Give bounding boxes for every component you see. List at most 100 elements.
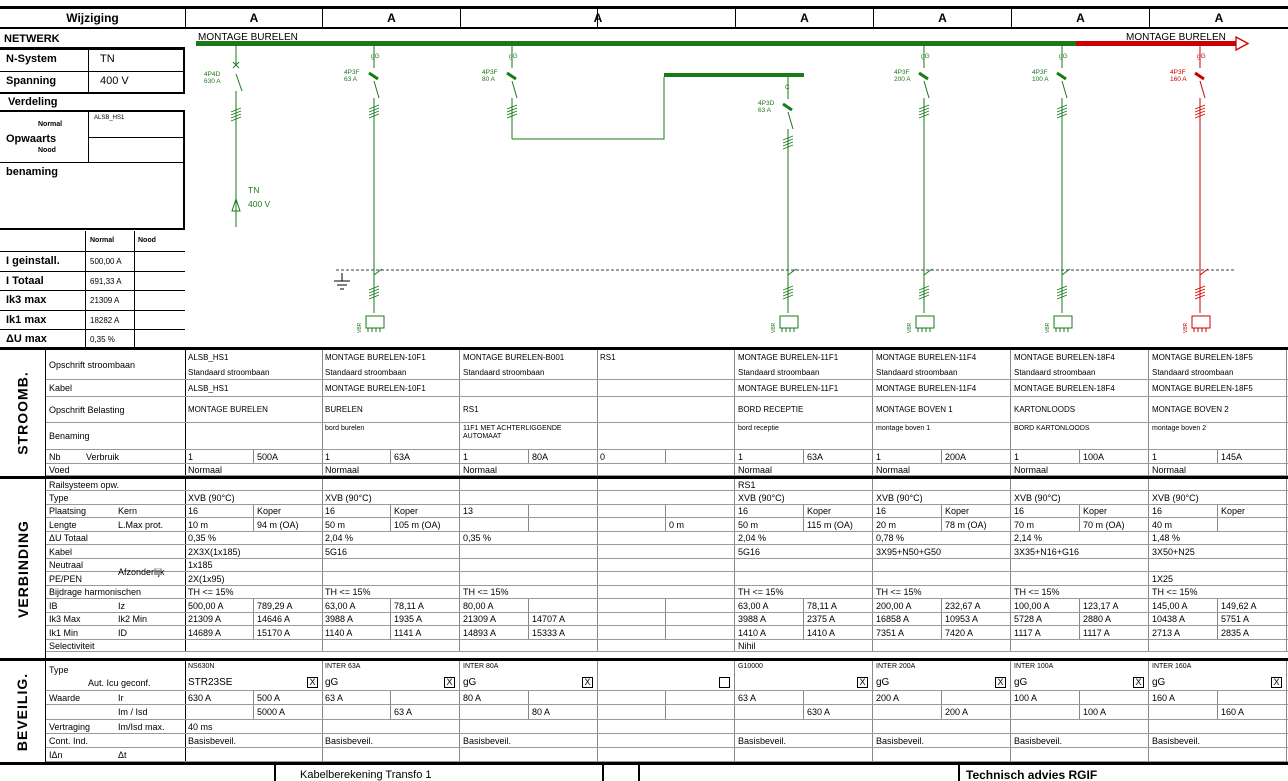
- icu-checkbox[interactable]: X: [1271, 677, 1282, 688]
- circuit-name: RS1: [600, 353, 616, 362]
- row-opschrift-belasting-cell: RS1: [460, 397, 598, 422]
- row-waarde-ir-cell: 63 A: [735, 691, 873, 704]
- incomer-rating: 630 A: [204, 78, 221, 85]
- summary-col-nood: Nood: [138, 237, 156, 244]
- row-kabel-cell: MONTAGE BURELEN-18F5: [1149, 380, 1287, 396]
- row-selectiviteit-cell: Nihil: [735, 640, 873, 651]
- protection-type: INTER 63A: [325, 663, 361, 670]
- load-icon: VBR: [771, 315, 799, 333]
- row-pepen-cell: [873, 572, 1011, 585]
- row-voed-cell: Normaal: [1011, 464, 1149, 475]
- row-label-text: Kabel: [49, 383, 73, 393]
- cell-value: 100,00 A: [1014, 600, 1050, 611]
- cell-value: TH <= 15%: [188, 587, 234, 597]
- icu-checkbox[interactable]: X: [1133, 677, 1144, 688]
- row-label-text-2: Ik2 Min: [118, 614, 148, 624]
- summary-row-value: 0,35 %: [90, 335, 115, 344]
- cell-value-2: 70 m (OA): [1083, 519, 1125, 530]
- feeder-type: 4P3F: [1170, 69, 1186, 76]
- cell-value: Normaal: [463, 464, 498, 475]
- cell-value: 5728 A: [1014, 614, 1043, 624]
- icu-checkbox[interactable]: X: [582, 677, 593, 688]
- opwaarts-box: Normal Opwaarts Nood ALSB_HS1 benaming: [0, 110, 185, 230]
- feeder-class: gG: [1197, 53, 1206, 60]
- row-im-isd-label: Im / Isd: [46, 705, 186, 719]
- cell-value: Normaal: [738, 464, 773, 475]
- feeder-rating: 200 A: [894, 76, 911, 83]
- icu-checkbox[interactable]: X: [857, 677, 868, 688]
- protection-type: INTER 100A: [1014, 663, 1054, 670]
- summary-row-value: 500,00 A: [90, 257, 122, 266]
- cell-value: 10 m: [188, 519, 209, 530]
- row-opschrift-belasting-cell: BURELEN: [322, 397, 460, 422]
- row-voed-cell: Normaal: [185, 464, 323, 475]
- row-du_totaal-cell: [597, 532, 735, 544]
- row-label-text-2: Ir: [118, 692, 124, 703]
- row-im-isd-cell: [597, 705, 735, 719]
- revision-label: Wijziging: [66, 11, 119, 25]
- row-im-isd-cell: 80 A: [460, 705, 598, 719]
- load-icon: VBR: [1045, 315, 1073, 333]
- cell-value-2: Koper: [1083, 506, 1108, 516]
- cell-value-2: 15170 A: [257, 627, 291, 638]
- row-harmonischen-cell: TH <= 15%: [1149, 586, 1287, 598]
- protection-type: NS630N: [188, 663, 215, 670]
- benaming-value: montage boven 2: [1152, 425, 1207, 432]
- cell-value-2: 123,17 A: [1083, 600, 1119, 611]
- row-plaatsing-cell: 13: [460, 505, 598, 517]
- busbar-arrow: [1235, 35, 1250, 52]
- row-vertraging-cell: [322, 720, 460, 733]
- cell-value: Basisbeveil.: [1014, 735, 1063, 746]
- circuit-type: Standaard stroombaan: [463, 368, 545, 377]
- cell-value-2: 15333 A: [532, 627, 566, 638]
- row-du_totaal-cell: 0,78 %: [873, 532, 1011, 544]
- row-plaatsing-cell: [597, 505, 735, 517]
- cell-value: 3X95+N50+G50: [876, 546, 942, 557]
- row-kabel2-cell: 5G16: [735, 545, 873, 558]
- cell-value: MONTAGE BURELEN-11F4: [876, 383, 977, 393]
- icu-checkbox[interactable]: X: [307, 677, 318, 688]
- row-opschrift-belasting-cell: MONTAGE BOVEN 1: [873, 397, 1011, 422]
- row-vertraging-cell: [597, 720, 735, 733]
- protection-curve: gG: [463, 677, 477, 688]
- busbar-right-label: MONTAGE BURELEN: [1126, 32, 1226, 43]
- row-label-text: Lengte: [49, 519, 77, 530]
- cell-value: 1: [1152, 451, 1158, 462]
- cell-value-2: Koper: [394, 506, 419, 516]
- row-neutraal-cell: [460, 559, 598, 571]
- cell-value: 2X3X(1x185): [188, 546, 241, 557]
- cell-value-2: 1141 A: [394, 627, 422, 638]
- row-railsysteem-cell: RS1: [735, 479, 873, 490]
- row-type-beveiliging-cell: [597, 661, 735, 690]
- cell-value: 500,00 A: [188, 600, 224, 611]
- row-kabel-cell: [460, 380, 598, 396]
- row-label-text-2: Verbruik: [86, 451, 120, 462]
- row-benaming-label: Benaming: [46, 423, 186, 449]
- row-ib-cell: 100,00 A 123,17 A: [1011, 599, 1149, 612]
- section-label-stroomb: STROOMB.: [0, 350, 46, 476]
- icu-checkbox[interactable]: [719, 677, 730, 688]
- icu-checkbox[interactable]: X: [995, 677, 1006, 688]
- row-type-cell: XVB (90°C): [1149, 491, 1287, 504]
- cell-value: 2X(1x95): [188, 573, 225, 584]
- cell-value: 1140 A: [325, 627, 353, 638]
- icu-checkbox[interactable]: X: [444, 677, 455, 688]
